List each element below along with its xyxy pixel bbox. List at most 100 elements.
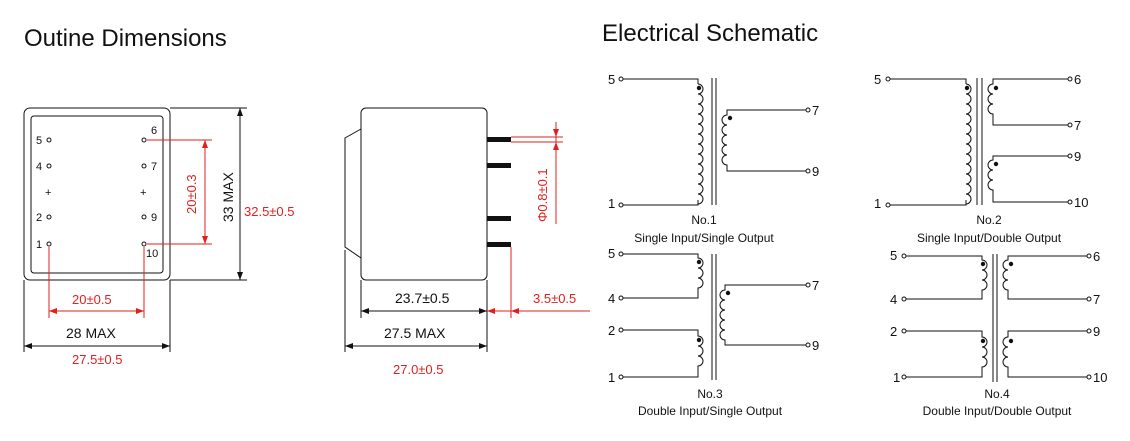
terminal-label: 5 (608, 246, 615, 261)
pin-4 (46, 163, 52, 169)
terminal-label: 5 (608, 72, 615, 87)
primary-winding-upper (906, 255, 988, 300)
terminal-label: 5 (890, 248, 897, 263)
polarity-dot (1008, 261, 1014, 267)
terminal (885, 76, 891, 82)
primary-winding-upper (623, 253, 704, 299)
dim-pin-span-vertical: 20±0.3 (184, 174, 199, 214)
terminal (901, 253, 907, 259)
terminal (885, 202, 891, 208)
primary-lead (623, 78, 699, 206)
terminal (1067, 122, 1073, 128)
dim-width: 27.5±0.5 (72, 352, 123, 367)
terminal-label: 7 (812, 278, 819, 293)
schematic-title: Electrical Schematic (602, 20, 818, 47)
dim-length: 27.0±0.5 (393, 362, 444, 377)
primary-winding (697, 83, 704, 205)
terminal (901, 328, 907, 334)
terminal-label: 7 (1093, 292, 1100, 307)
primary-winding-lower (623, 329, 704, 378)
schematic-no3: 5 4 2 1 7 9 No.3 Double Input/Single Out… (608, 246, 819, 418)
outline-title: Outine Dimensions (24, 25, 227, 52)
schematic-number: No.1 (691, 213, 717, 227)
schematic-description: Single Input/Double Output (917, 231, 1062, 245)
terminal (618, 295, 624, 301)
schematic-description: Double Input/Double Output (923, 404, 1072, 418)
polarity-dot (964, 85, 970, 91)
side-pin-4 (487, 242, 511, 247)
terminal (805, 342, 811, 348)
side-view-body (360, 107, 488, 281)
pin-label-1: 1 (36, 239, 42, 251)
top-view: 5 4 + 2 1 6 7 + 9 10 20±0.3 33 MAX 32.5±… (23, 107, 295, 367)
polarity-dot (696, 259, 702, 265)
primary-lead (890, 78, 967, 206)
terminal (1086, 328, 1092, 334)
dim-pin-diameter: Φ0.8±0.1 (535, 168, 550, 222)
polarity-dot (993, 161, 999, 167)
terminal (618, 76, 624, 82)
pin-9 (141, 214, 147, 220)
terminal-label: 5 (874, 72, 881, 87)
terminal (1067, 199, 1073, 205)
secondary-winding-upper (1002, 255, 1087, 300)
pin-label-9: 9 (151, 212, 157, 224)
pin-label-10: 10 (146, 248, 158, 260)
pin-label-6: 6 (151, 125, 157, 137)
terminal (901, 296, 907, 302)
polarity-dot (696, 85, 702, 91)
dim-pin-span-horizontal: 20±0.5 (72, 292, 112, 307)
polarity-dot (993, 85, 999, 91)
pin-label-7: 7 (151, 161, 157, 173)
side-pin-3 (487, 216, 511, 221)
pin-label-2: 2 (36, 212, 42, 224)
side-view-flange (344, 128, 362, 259)
terminal-label: 1 (608, 196, 615, 211)
terminal-label: 9 (812, 164, 819, 179)
polarity-dot (980, 261, 986, 267)
secondary-winding-lower (987, 155, 1068, 203)
top-view-outer-body (23, 107, 171, 281)
terminal (618, 202, 624, 208)
terminal (1086, 253, 1092, 259)
terminal-label: 9 (812, 338, 819, 353)
polarity-dot (727, 115, 733, 121)
terminal-label: 2 (890, 324, 897, 339)
side-pin-2 (487, 163, 511, 168)
terminal (618, 374, 624, 380)
schematic-number: No.3 (697, 387, 723, 401)
dim-pin-length: 3.5±0.5 (533, 291, 576, 306)
plus-mark-right: + (140, 187, 146, 199)
side-view: Φ0.8±0.1 23.7±0.5 3.5±0.5 27.5 MAX 27.0±… (344, 107, 590, 377)
terminal-label: 9 (1074, 149, 1081, 164)
polarity-dot (725, 290, 731, 296)
terminal-label: 2 (608, 323, 615, 338)
schematic-no4: 5 4 2 1 6 7 9 10 No.4 Double Input/Doubl… (890, 248, 1107, 418)
terminal-label: 9 (1093, 324, 1100, 339)
pin-5 (46, 137, 52, 143)
pin-6 (141, 137, 147, 143)
terminal-label: 1 (874, 196, 881, 211)
terminal (1067, 76, 1073, 82)
plus-mark-left: + (45, 187, 51, 199)
terminal-label: 7 (1074, 118, 1081, 133)
terminal (618, 327, 624, 333)
terminal (1086, 374, 1092, 380)
terminal (805, 107, 811, 113)
terminal-label: 1 (893, 370, 900, 385)
schematic-number: No.4 (984, 387, 1010, 401)
terminal-label: 4 (890, 292, 897, 307)
schematic-no2: 5 1 6 7 9 10 No.2 Single Input/Double Ou… (874, 72, 1088, 245)
terminal (901, 374, 907, 380)
secondary-winding-lower (1002, 330, 1087, 378)
dim-body-length: 23.7±0.5 (395, 290, 450, 306)
dim-height: 32.5±0.5 (244, 204, 295, 219)
terminal-label: 4 (608, 291, 615, 306)
terminal-label: 10 (1093, 370, 1107, 385)
top-view-inner-body (30, 115, 164, 274)
polarity-dot (696, 337, 702, 343)
schematic-description: Double Input/Single Output (638, 404, 783, 418)
pin-label-4: 4 (36, 161, 42, 173)
pin-2 (46, 214, 52, 220)
